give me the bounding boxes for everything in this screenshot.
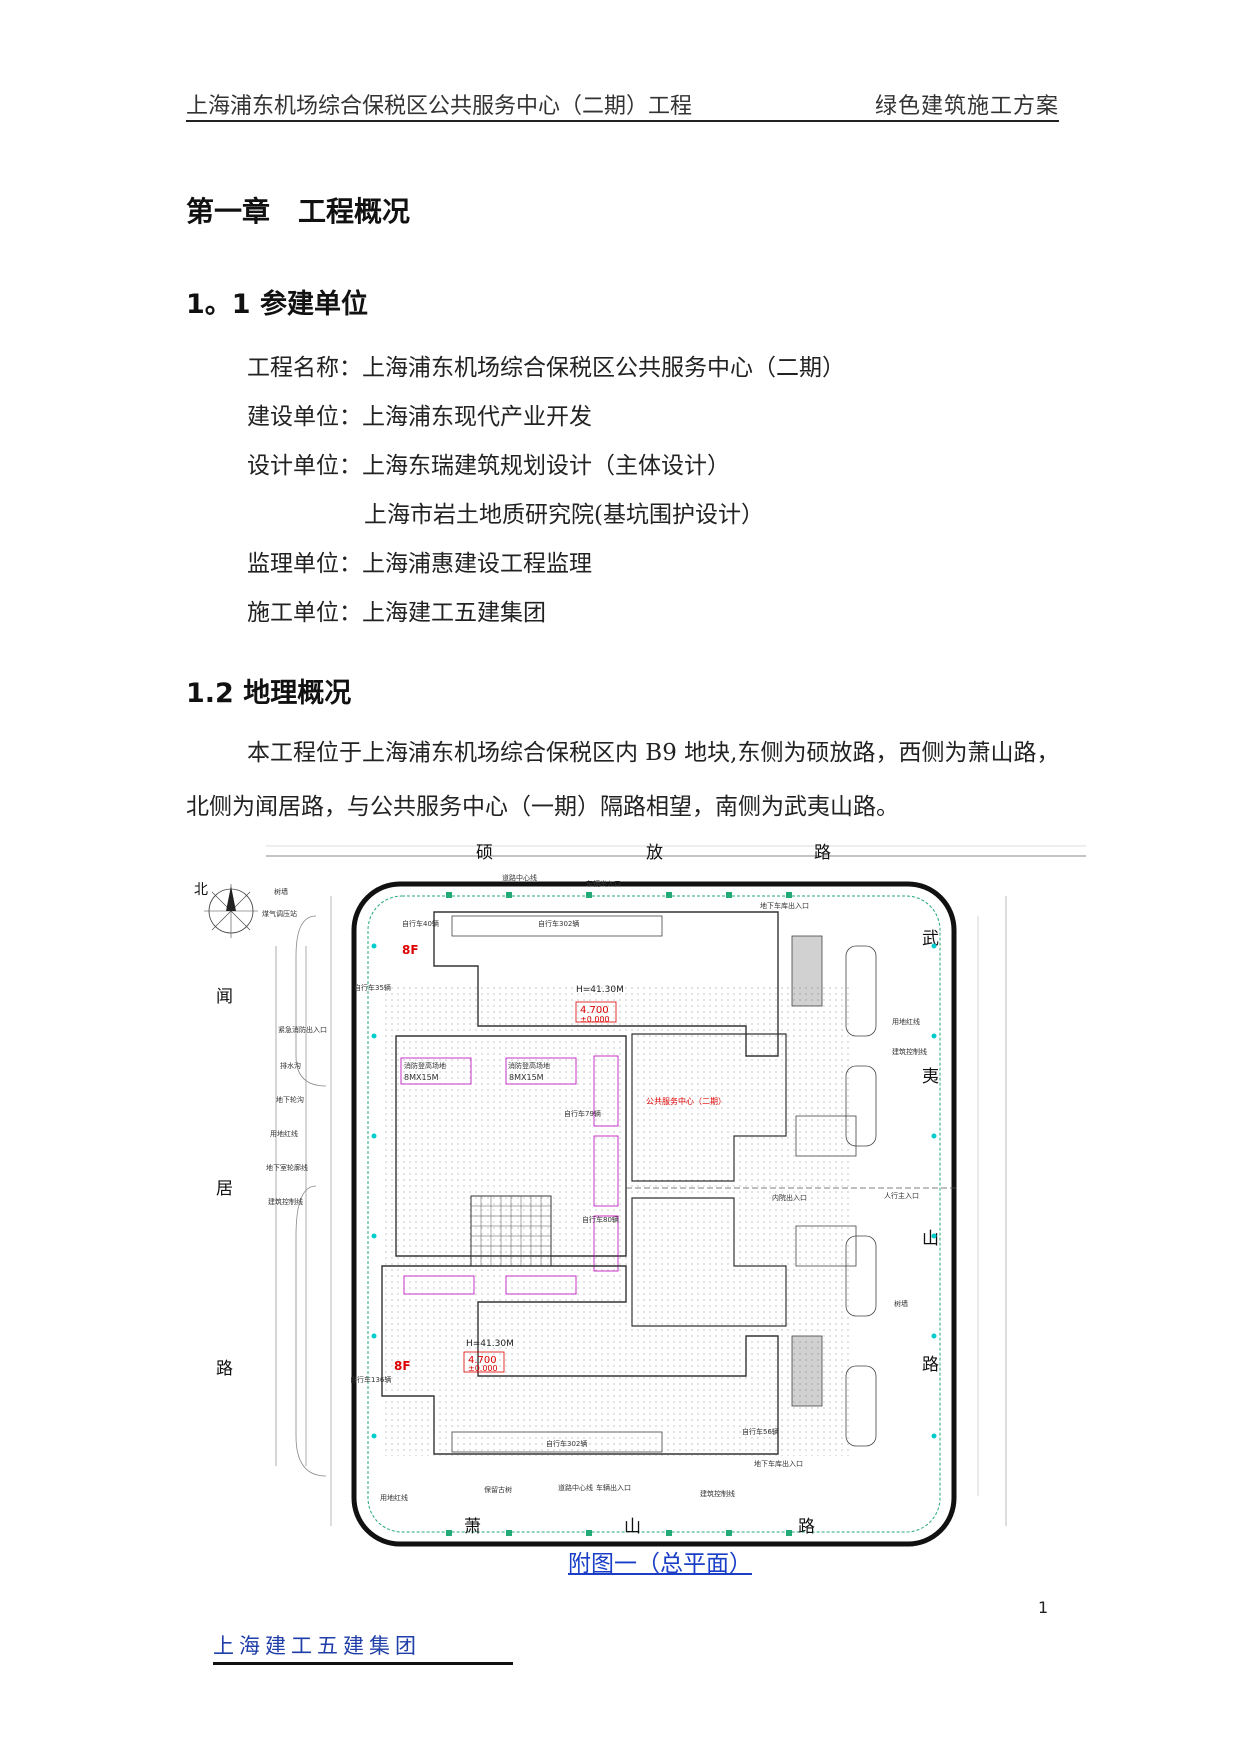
- north-arrow: 北: [194, 882, 258, 938]
- label-courtyard-entrance: 内院出入口: [772, 1193, 807, 1202]
- road-left-char-3: 路: [216, 1359, 233, 1379]
- label-pedestrian-entrance: 人行主入口: [884, 1191, 919, 1200]
- site-boundary: [351, 881, 957, 1547]
- road-top-char-3: 路: [814, 843, 831, 863]
- road-right-char-3: 山: [922, 1229, 939, 1249]
- info-supervisor: 监理单位：上海浦惠建设工程监理: [247, 551, 592, 577]
- info-designer-2: 上海市岩土地质研究院(基坑围护设计）: [364, 502, 764, 528]
- footer-company: 上海建工五建集团: [213, 1634, 421, 1658]
- header-document-title: 绿色建筑施工方案: [874, 94, 1059, 119]
- label-preserved-tree: 保留古树: [484, 1485, 512, 1494]
- label-bikes-302-north: 自行车302辆: [538, 919, 579, 928]
- info-contractor: 施工单位：上海建工五建集团: [247, 600, 546, 626]
- label-road-centerline-south: 道路中心线: [558, 1483, 593, 1492]
- site-plan-drawing: 北 8F H=41.30M 4.700 ±0.000: [194, 843, 1086, 1547]
- south-height: H=41.30M: [466, 1339, 514, 1349]
- geography-paragraph: 本工程位于上海浦东机场综合保税区内 B9 地块,东侧为硕放路，西侧为萧山路，北侧…: [186, 740, 1060, 820]
- label-road-centerline: 道路中心线: [502, 873, 537, 882]
- label-underground-ditch: 地下轮沟: [276, 1095, 304, 1104]
- road-right-char-2: 夷: [922, 1067, 939, 1087]
- north-elevation: 4.700: [580, 1005, 609, 1016]
- section-title-participants: 1。1 参建单位: [186, 289, 368, 320]
- south-elevation: 4.700: [468, 1355, 497, 1366]
- label-fire-pad-2: 消防登高场地: [508, 1061, 550, 1070]
- header-rule: [186, 120, 1059, 122]
- building-south: 8F H=41.30M 4.700 ±0.000: [381, 1265, 779, 1455]
- label-bikes-80: 自行车80辆: [582, 1215, 619, 1224]
- label-bikes-136: 自行车136辆: [350, 1375, 391, 1384]
- info-project-name: 工程名称：上海浦东机场综合保税区公共服务中心（二期）: [247, 355, 845, 381]
- label-vehicle-entrance: 车辆出入口: [586, 879, 621, 888]
- label-bikes-35: 自行车35辆: [354, 983, 391, 992]
- hardscape-area: [382, 986, 852, 1456]
- label-land-redline-south: 用地红线: [380, 1493, 408, 1502]
- parking-east: [791, 935, 877, 1447]
- north-label: 北: [194, 882, 208, 898]
- info-owner: 建设单位：上海浦东现代产业开发: [247, 404, 592, 430]
- tree-markers: [446, 892, 792, 1536]
- header-project-title: 上海浦东机场综合保税区公共服务中心（二期）工程: [186, 94, 693, 119]
- label-basement-outline: 地下室轮廓线: [266, 1163, 308, 1172]
- label-vehicle-entrance-south: 车辆出入口: [596, 1483, 631, 1492]
- road-top-char-2: 放: [646, 843, 663, 863]
- label-bikes-302-south: 自行车302辆: [546, 1439, 587, 1448]
- building-north: 8F H=41.30M 4.700 ±0.000: [402, 911, 779, 1057]
- road-bottom-char-1: 萧: [464, 1517, 481, 1537]
- label-land-redline-east: 用地红线: [892, 1017, 920, 1026]
- south-floors: 8F: [394, 1359, 411, 1373]
- label-building-control-south: 建筑控制线: [700, 1489, 735, 1498]
- road-left-char-1: 闻: [216, 987, 233, 1007]
- figure-caption[interactable]: 附图一（总平面）: [568, 1551, 752, 1577]
- road-left-char-2: 居: [216, 1179, 233, 1199]
- landscape-west: [295, 915, 327, 1477]
- label-bikes-40: 自行车40辆: [402, 919, 439, 928]
- label-land-redline: 用地红线: [270, 1129, 298, 1138]
- label-building-control: 建筑控制线: [268, 1197, 303, 1206]
- page-header: 上海浦东机场综合保税区公共服务中心（二期）工程 绿色建筑施工方案: [186, 88, 1059, 124]
- north-elevation-sub: ±0.000: [580, 1015, 610, 1024]
- road-bottom-char-2: 山: [624, 1517, 641, 1537]
- label-fire-pad-1: 消防登高场地: [404, 1061, 446, 1070]
- label-fire-entrance: 紧急消防出入口: [278, 1025, 327, 1034]
- north-height: H=41.30M: [576, 985, 624, 995]
- fire-pad-size-1: 8MX15M: [404, 1073, 439, 1082]
- north-floors: 8F: [402, 943, 419, 957]
- center-label: 公共服务中心（二期）: [646, 1096, 726, 1106]
- section-title-geography: 1.2 地理概况: [186, 678, 352, 709]
- label-tree-wall-east: 树墙: [894, 1299, 908, 1308]
- label-building-control-east: 建筑控制线: [892, 1047, 927, 1056]
- road-bottom-char-3: 路: [798, 1517, 815, 1537]
- road-right-char-4: 路: [922, 1355, 939, 1375]
- label-drainage: 排水沟: [280, 1061, 301, 1070]
- south-elevation-sub: ±0.000: [468, 1364, 498, 1373]
- fire-pad-size-2: 8MX15M: [509, 1073, 544, 1082]
- label-gas-station: 煤气调压站: [262, 909, 297, 918]
- building-east: 公共服务中心（二期）: [626, 1033, 956, 1327]
- tree-line: [367, 895, 941, 1533]
- road-top-char-1: 硕: [476, 843, 493, 863]
- label-tree-wall: 树墙: [274, 887, 288, 896]
- site-plan-figure: 北 8F H=41.30M 4.700 ±0.000: [186, 836, 1086, 1548]
- chapter-title: 第一章 工程概况: [186, 195, 411, 228]
- label-bikes-56: 自行车56辆: [742, 1427, 779, 1436]
- label-bikes-79: 自行车79辆: [564, 1109, 601, 1118]
- footer-rule: [213, 1662, 513, 1665]
- lamp-markers: [371, 943, 937, 1439]
- info-designer: 设计单位：上海东瑞建筑规划设计（主体设计）: [247, 453, 730, 479]
- page-number: 1: [1038, 1598, 1049, 1617]
- label-garage-entrance-north: 地下车库出入口: [760, 901, 809, 910]
- label-garage-entrance-south: 地下车库出入口: [754, 1459, 803, 1468]
